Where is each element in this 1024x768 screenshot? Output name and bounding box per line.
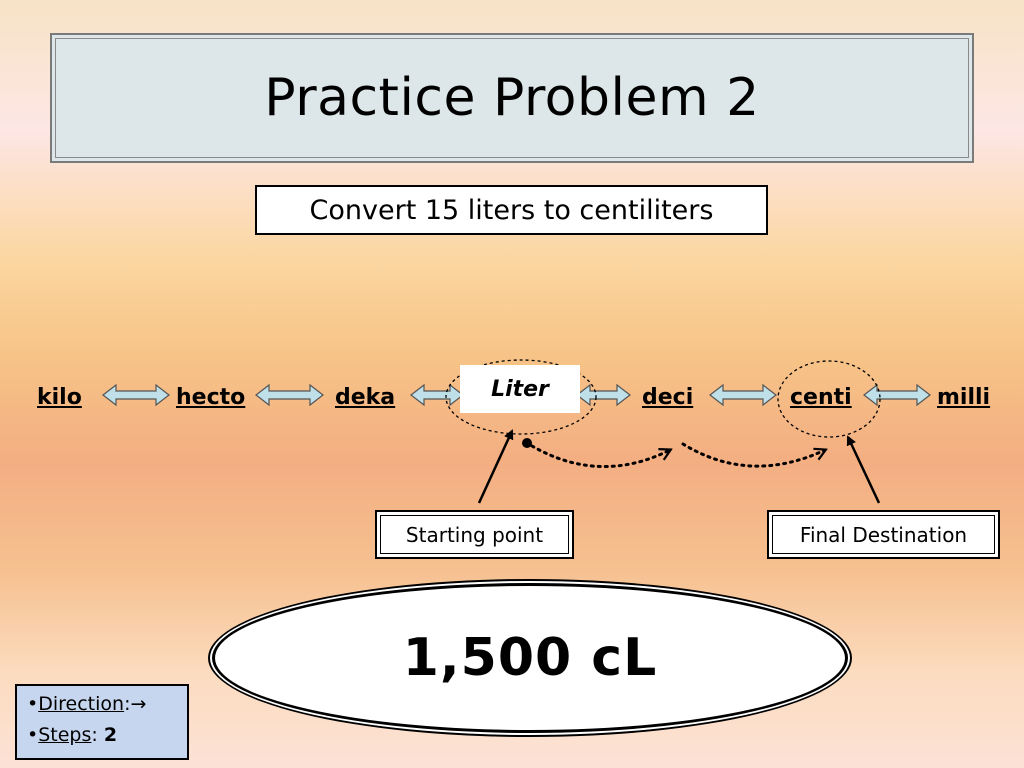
- final-destination-inner-frame: [772, 515, 995, 554]
- start-dashed-circle: [445, 359, 597, 435]
- start-pointer-arrow: [477, 429, 514, 504]
- double-arrow-deka-liter: [410, 383, 464, 407]
- direction-label: Direction: [38, 693, 125, 715]
- steps-row: •Steps: 2: [27, 724, 117, 746]
- starting-point-inner-frame: [380, 515, 569, 554]
- double-arrow-hecto-deka: [255, 383, 324, 407]
- destination-pointer-arrow: [846, 435, 881, 504]
- direction-row: •Direction:→: [27, 693, 146, 715]
- destination-dashed-circle: [777, 360, 881, 438]
- answer-oval: 1,500 cL: [212, 583, 848, 733]
- steps-label: Steps: [38, 724, 92, 746]
- title-box: Practice Problem 2: [50, 33, 974, 163]
- colon: :: [91, 724, 98, 746]
- jump-arrow-2: [681, 442, 825, 468]
- double-arrow-centi-milli: [863, 383, 931, 407]
- unit-milli: milli: [937, 385, 991, 410]
- unit-centi: centi: [790, 385, 852, 410]
- unit-kilo: kilo: [37, 385, 82, 410]
- unit-liter: Liter: [460, 365, 580, 413]
- double-arrow-kilo-hecto: [102, 383, 170, 407]
- double-arrow-deci-centi: [709, 383, 777, 407]
- colon: :: [124, 693, 131, 715]
- bullet: •: [27, 724, 39, 746]
- info-box: •Direction:→ •Steps: 2: [15, 684, 189, 760]
- problem-prompt: Convert 15 liters to centiliters: [255, 185, 768, 235]
- title-inner-frame: Practice Problem 2: [55, 38, 969, 158]
- unit-deci: deci: [642, 385, 694, 410]
- right-arrow-icon: →: [130, 693, 147, 715]
- steps-value: 2: [103, 724, 118, 746]
- starting-point-text: Starting point: [405, 522, 544, 547]
- answer-text: 1,500 cL: [402, 628, 658, 688]
- final-destination-label: Final Destination: [767, 510, 1000, 559]
- starting-point-label: Starting point: [375, 510, 574, 559]
- unit-deka: deka: [335, 385, 396, 410]
- jump-start-dot: [522, 438, 532, 448]
- bullet: •: [27, 693, 39, 715]
- jump-arrow-1: [530, 444, 670, 469]
- double-arrow-liter-deci: [576, 383, 631, 407]
- page-title: Practice Problem 2: [264, 68, 760, 128]
- final-destination-text: Final Destination: [799, 522, 968, 547]
- unit-hecto: hecto: [176, 385, 246, 410]
